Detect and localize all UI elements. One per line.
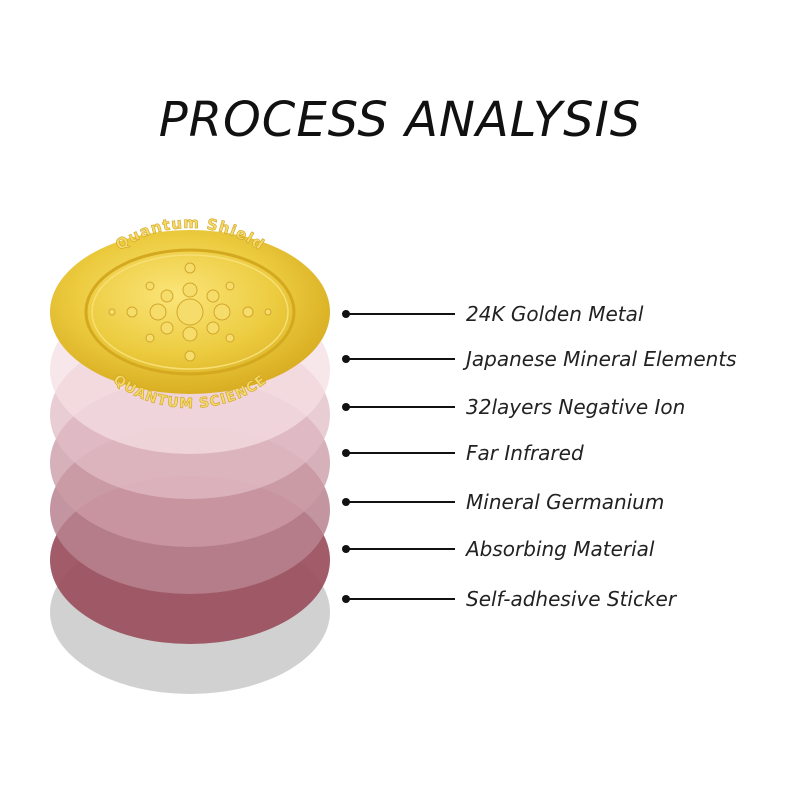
callout-line [345,313,455,315]
layer-label: Absorbing Material [466,537,655,561]
callout-line [345,406,455,408]
layer-label: 32layers Negative Ion [466,395,686,419]
callout-line [345,548,455,550]
layer-label: Japanese Mineral Elements [466,347,737,371]
callout-line [345,598,455,600]
callout-line [345,358,455,360]
layer-label: 24K Golden Metal [466,302,644,326]
page-title: PROCESS ANALYSIS [158,92,642,148]
layer-label: Self-adhesive Sticker [466,587,677,611]
callout-line [345,452,455,454]
quantum-emblem-icon [108,262,272,362]
layer-label: Far Infrared [466,441,584,465]
layer-label: Mineral Germanium [466,490,665,514]
callout-line [345,501,455,503]
